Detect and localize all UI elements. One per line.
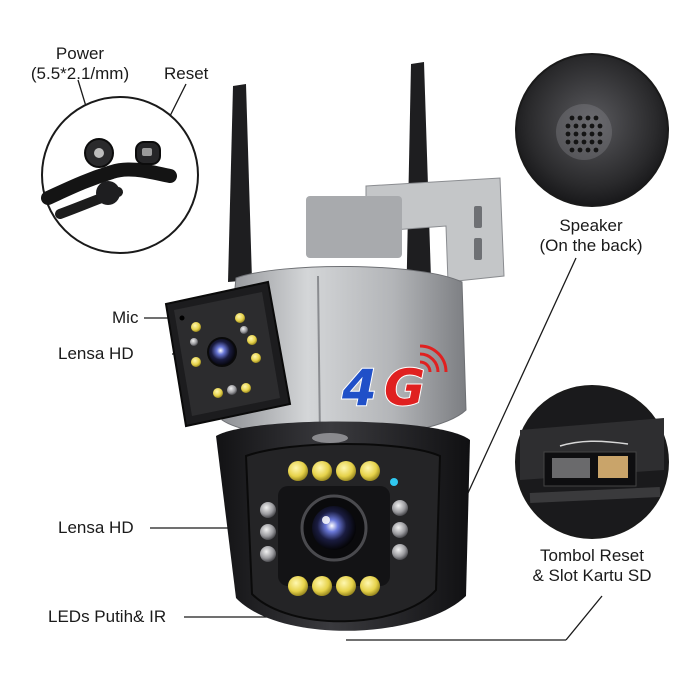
power-reset-inset [41,96,199,254]
fixed-camera-module [164,280,292,428]
lens-top-label: Lensa HD [58,344,134,363]
ptz-dome [216,421,470,631]
ir-leds-right [392,500,408,560]
speaker-label: Speaker [559,216,623,235]
status-led [390,478,398,486]
power-spec-label: (5.5*2.1/mm) [30,64,130,83]
led-row-bottom [288,576,380,596]
main-lens [300,494,368,562]
speaker-note-label: (On the back) [539,236,643,255]
power-label: Power [55,44,105,63]
sd-slot-inset [515,385,669,539]
speaker-inset [515,53,669,207]
sd-label-line2: & Slot Kartu SD [532,566,652,585]
leds-label: LEDs Putih& IR [48,607,167,626]
sd-label-line1: Tombol Reset [540,546,644,565]
mic-label: Mic [112,308,139,327]
4g-badge: 4 G [340,344,448,418]
badge-g-text: G [384,359,425,417]
led-row-top [288,461,380,481]
lens-bottom-label: Lensa HD [58,518,134,537]
ir-leds-left [260,502,276,562]
badge-4-text: 4 [341,359,377,417]
reset-label: Reset [164,64,209,83]
